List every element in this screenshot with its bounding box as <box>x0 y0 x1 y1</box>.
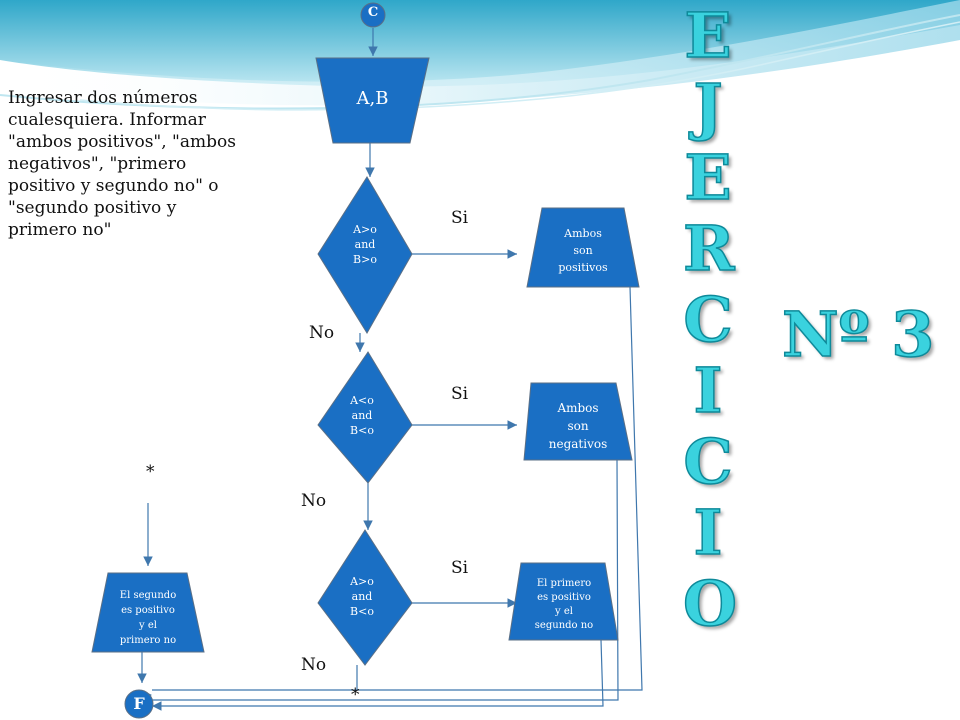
output-node-1 <box>526 207 640 288</box>
input-node <box>315 57 430 144</box>
no-label-3: No <box>301 655 327 675</box>
output-node-2 <box>523 382 633 461</box>
vertical-title: E J E R C I C I O <box>682 0 738 640</box>
yes-label-2: Si <box>451 384 469 404</box>
exercise-description: Ingresar dos números cualesquiera. Infor… <box>8 88 236 240</box>
output-node-4 <box>91 572 205 653</box>
exercise-number: Nº 3 <box>781 297 935 372</box>
arrow-out3-end <box>152 639 604 711</box>
line-out2-return <box>152 459 619 701</box>
no-label-2: No <box>301 491 327 511</box>
input-node-label: A,B <box>356 88 389 109</box>
yes-label-3: Si <box>451 558 469 578</box>
decision-node-3 <box>317 529 413 666</box>
end-node <box>124 689 154 719</box>
start-node-label: C <box>367 5 379 20</box>
line-out1-return <box>152 286 643 691</box>
yes-label-1: Si <box>451 208 469 228</box>
decision-node-2 <box>317 351 413 484</box>
decision-node-1 <box>317 176 413 334</box>
end-node-label: F <box>133 694 145 713</box>
start-node <box>360 2 386 28</box>
connector-mark-left: * <box>146 462 155 482</box>
connector-mark-bottom: * <box>351 685 360 705</box>
output-node-3 <box>508 562 619 641</box>
no-label-1: No <box>309 323 335 343</box>
